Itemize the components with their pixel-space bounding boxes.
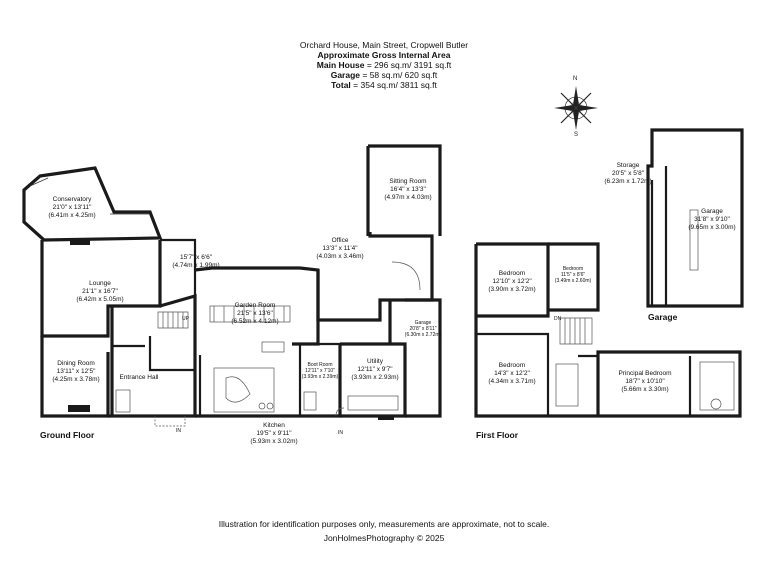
room-name: Dining Room [57, 360, 95, 367]
room-dimensions-imperial: 14'3" x 12'2" [494, 370, 530, 377]
room-label-boot-room: Boot Room 12'11" x 7'10" (3.93m x 2.39m) [302, 362, 338, 380]
room-dimensions-imperial: 20'5" x 5'8" [611, 170, 645, 177]
room-dimensions-metric: (3.93m x 2.93m) [351, 374, 399, 381]
room-dimensions-metric: (5.93m x 3.02m) [250, 438, 298, 445]
room-label-sitting-room: Sitting Room 16'4" x 13'3" (4.97m x 4.03… [384, 178, 431, 202]
main-house-area: Main House = 296 sq.m/ 3191 sq.ft [0, 60, 768, 70]
garage-label: Garage [330, 70, 361, 80]
room-label-passage: 15'7" x 6'6" (4.74m x 1.99m) [172, 254, 219, 270]
room-label-bedroom-1: Bedroom 12'10" x 12'2" (3.90m x 3.72m) [488, 270, 535, 294]
room-dimensions-imperial: 21'0" x 13'11" [52, 204, 92, 211]
room-dimensions-metric: (3.90m x 3.72m) [488, 286, 536, 293]
stairs-up-tag: UP [182, 316, 189, 322]
side-entrance-in-tag: IN [338, 430, 343, 436]
room-name: Bedroom [498, 362, 526, 369]
floor-title-garage: Garage [648, 312, 678, 322]
plan-header: Orchard House, Main Street, Cropwell But… [0, 40, 768, 90]
room-name: Garden Room [234, 302, 276, 309]
room-dimensions-imperial: 13'3" x 11'4" [322, 245, 358, 252]
room-dimensions-metric: (6.30m x 2.72m) [404, 332, 442, 338]
room-name: Garage [414, 320, 432, 326]
room-label-detached-garage: Garage 31'8" x 9'10" (9.65m x 3.00m) [688, 208, 735, 232]
floor-title-first: First Floor [476, 430, 519, 440]
room-label-dining-room: Dining Room 13'11" x 12'5" (4.25m x 3.78… [52, 360, 99, 384]
room-dimensions-imperial: 13'11" x 12'5" [56, 368, 96, 375]
first-floor-plan [474, 242, 742, 418]
main-house-value: = 296 sq.m/ 3191 sq.ft [364, 60, 452, 70]
room-label-office: Office 13'3" x 11'4" (4.03m x 3.46m) [316, 237, 363, 261]
room-label-utility: Utility 12'11" x 9'7" (3.93m x 2.93m) [351, 358, 398, 382]
room-label-bedroom-2: Bedroom 11'5" x 8'6" (3.49m x 2.60m) [555, 266, 591, 284]
area-heading: Approximate Gross Internal Area [317, 50, 451, 60]
room-dimensions-metric: (6.23m x 1.72m) [604, 178, 652, 185]
room-dimensions-imperial: 31'8" x 9'10" [694, 216, 730, 223]
room-name: Utility [367, 358, 383, 365]
ground-floor-plan [22, 144, 442, 420]
room-dimensions-metric: (4.34m x 3.71m) [488, 378, 536, 385]
room-name: Boot Room [307, 362, 333, 368]
room-label-garden-room: Garden Room 21'5" x 13'6" (6.52m x 4.12m… [231, 302, 278, 326]
room-name: Garage [701, 208, 723, 215]
room-label-principal-bedroom: Principal Bedroom 18'7" x 10'10" (5.66m … [618, 370, 671, 394]
compass-south-label: S [574, 132, 579, 138]
total-label: Total [331, 80, 351, 90]
room-dimensions-metric: (4.03m x 3.46m) [316, 253, 364, 260]
room-dimensions-metric: (6.52m x 4.12m) [231, 318, 279, 325]
compass-rose-icon [554, 86, 598, 130]
garage-area: Garage = 58 sq.m/ 620 sq.ft [0, 70, 768, 80]
room-dimensions-imperial: 16'4" x 13'3" [390, 186, 426, 193]
room-name: Entrance Hall [119, 374, 159, 381]
room-label-lounge: Lounge 21'1" x 16'7" (6.42m x 5.05m) [76, 280, 123, 304]
floor-title-ground: Ground Floor [40, 430, 95, 440]
total-area: Total = 354 sq.m/ 3811 sq.ft [0, 80, 768, 90]
room-dimensions-metric: (3.49m x 2.60m) [554, 278, 592, 284]
room-name: Sitting Room [389, 178, 427, 185]
room-name: Conservatory [52, 196, 92, 203]
room-dimensions-imperial: 18'7" x 10'10" [625, 378, 665, 385]
main-house-label: Main House [316, 60, 365, 70]
room-name: Kitchen [263, 422, 285, 429]
property-address: Orchard House, Main Street, Cropwell But… [299, 40, 469, 50]
stairs-down-tag: DN [554, 316, 562, 322]
room-dimensions-metric: (6.41m x 4.25m) [48, 212, 96, 219]
room-name: Office [331, 237, 349, 244]
total-value: = 354 sq.m/ 3811 sq.ft [350, 80, 437, 90]
copyright-text: JonHolmesPhotography © 2025 [323, 533, 445, 543]
room-dimensions-imperial: 19'5" x 9'11" [256, 430, 292, 437]
compass-north-label: N [573, 76, 578, 82]
room-dimensions-imperial: 12'11" x 9'7" [357, 366, 393, 373]
room-dimensions-metric: (4.25m x 3.78m) [52, 376, 100, 383]
plan-footer: Illustration for identification purposes… [0, 517, 768, 545]
room-dimensions-metric: (4.97m x 4.03m) [384, 194, 432, 201]
detached-garage-plan [646, 128, 744, 308]
room-label-storage: Storage 20'5" x 5'8" (6.23m x 1.72m) [604, 162, 651, 186]
room-dimensions-imperial: 21'1" x 16'7" [82, 288, 118, 295]
room-label-entrance-hall: Entrance Hall [119, 374, 158, 382]
room-label-conservatory: Conservatory 21'0" x 13'11" (6.41m x 4.2… [48, 196, 95, 220]
room-dimensions-imperial: 12'10" x 12'2" [492, 278, 532, 285]
room-dimensions-metric: (6.42m x 5.05m) [76, 296, 124, 303]
room-name: Storage [616, 162, 640, 169]
room-dimensions-metric: (4.74m x 1.99m) [172, 262, 220, 269]
room-dimensions-metric: (9.65m x 3.00m) [688, 224, 736, 231]
room-name: Bedroom [498, 270, 526, 277]
room-name: Lounge [89, 280, 111, 287]
room-dimensions-imperial: 11'5" x 8'6" [560, 272, 586, 278]
disclaimer-text: Illustration for identification purposes… [218, 519, 550, 529]
room-dimensions-imperial: 15'7" x 6'6" [179, 254, 213, 261]
entrance-in-tag: IN [176, 428, 181, 434]
room-name: Principal Bedroom [618, 370, 672, 377]
room-dimensions-imperial: 20'8" x 8'11" [409, 326, 437, 332]
room-name: Bedroom [562, 266, 584, 272]
room-dimensions-metric: (5.66m x 3.30m) [621, 386, 669, 393]
room-dimensions-imperial: 21'5" x 13'6" [237, 310, 273, 317]
room-dimensions-imperial: 12'11" x 7'10" [305, 368, 335, 374]
garage-value: = 58 sq.m/ 620 sq.ft [360, 70, 438, 80]
room-dimensions-metric: (3.93m x 2.39m) [301, 374, 339, 380]
room-label-kitchen: Kitchen 19'5" x 9'11" (5.93m x 3.02m) [250, 422, 297, 446]
room-label-bedroom-3: Bedroom 14'3" x 12'2" (4.34m x 3.71m) [488, 362, 535, 386]
room-label-integral-garage: Garage 20'8" x 8'11" (6.30m x 2.72m) [405, 320, 441, 338]
